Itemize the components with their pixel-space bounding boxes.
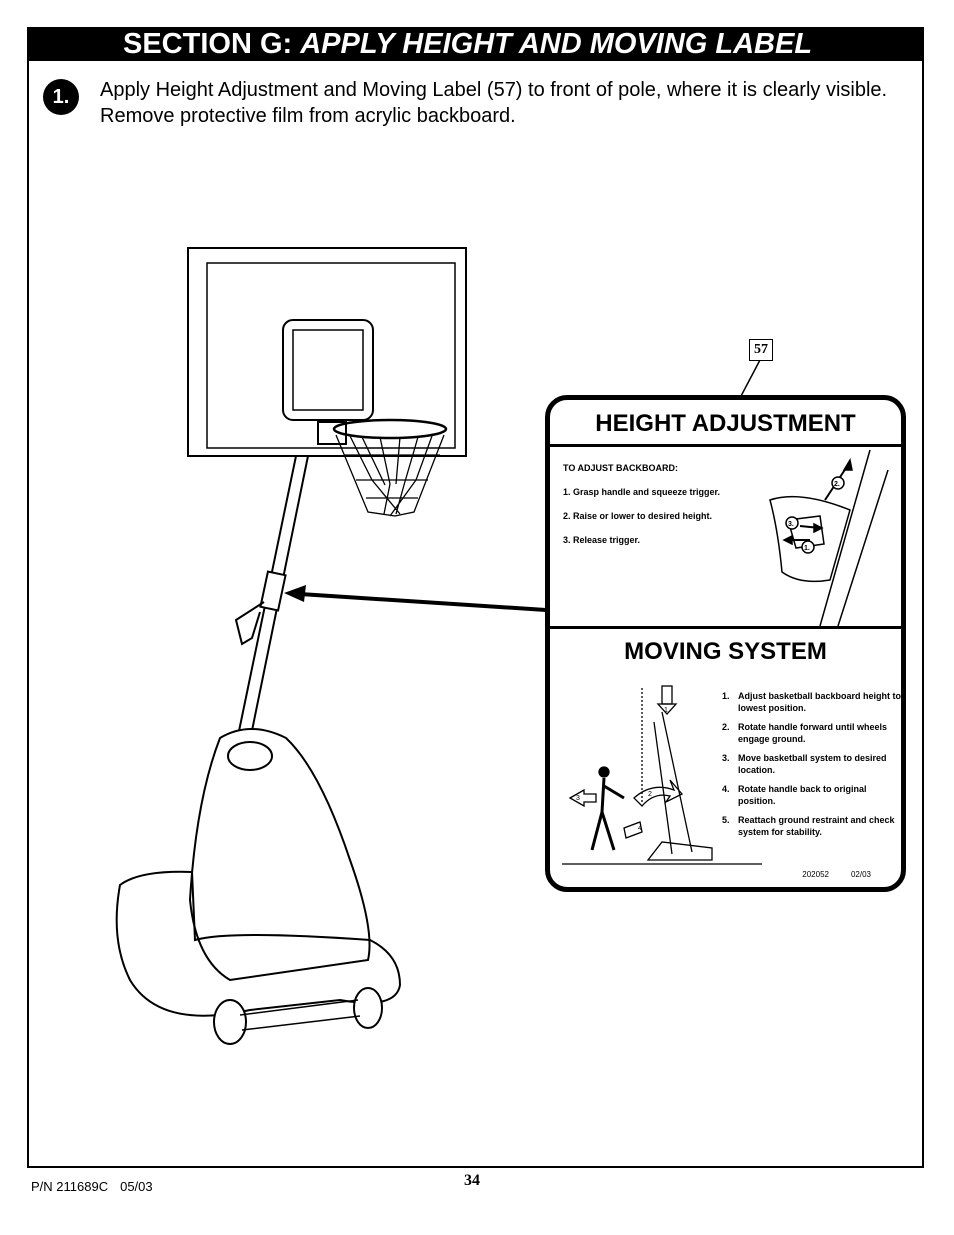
handle-mark: 2. bbox=[834, 481, 840, 488]
base-tank bbox=[188, 728, 371, 982]
handle bbox=[234, 601, 265, 646]
target-square-inner bbox=[292, 329, 364, 411]
height-adjustment-title: HEIGHT ADJUSTMENT bbox=[595, 410, 856, 437]
section-label: SECTION G: bbox=[123, 28, 293, 60]
height-step: 2. Raise or lower to desired height. bbox=[563, 511, 713, 521]
moving-system-title: MOVING SYSTEM bbox=[624, 638, 827, 665]
label-code: 202052 02/03 bbox=[780, 870, 871, 879]
rim bbox=[332, 418, 448, 440]
moving-step: 4.Rotate handle back to original positio… bbox=[722, 784, 867, 806]
handle-mark: 1. bbox=[804, 545, 810, 552]
pointer-arrow bbox=[284, 585, 547, 612]
footer-part-number: P/N 211689C 05/03 bbox=[31, 1179, 153, 1194]
moving-diagram: 1 2 3 4 bbox=[562, 685, 762, 865]
axle bbox=[239, 999, 361, 1031]
handle-mark: 3. bbox=[788, 521, 794, 528]
basketball-system-illustration bbox=[115, 247, 467, 1045]
figure-mark: 1 bbox=[664, 707, 668, 714]
moving-step: 3.Move basketball system to desired loca… bbox=[722, 753, 887, 775]
right-wheel bbox=[353, 987, 383, 1029]
step-instruction: Apply Height Adjustment and Moving Label… bbox=[100, 79, 888, 127]
section-title: APPLY HEIGHT AND MOVING LABEL bbox=[300, 28, 813, 60]
part-number-callout: 57 bbox=[749, 339, 773, 361]
figure-mark: 3 bbox=[576, 795, 580, 802]
height-instructions: TO ADJUST BACKBOARD: 1. Grasp handle and… bbox=[563, 462, 720, 558]
step-number-badge: 1. bbox=[43, 79, 79, 115]
moving-step: 5.Reattach ground restraint and check sy… bbox=[722, 815, 895, 837]
pole-clamp bbox=[259, 570, 287, 612]
label-code-date: 02/03 bbox=[850, 870, 871, 879]
moving-step: 2.Rotate handle forward until wheels eng… bbox=[722, 722, 888, 744]
figure-mark: 4 bbox=[638, 825, 642, 832]
moving-step: 1.Adjust basketball backboard height to … bbox=[722, 691, 902, 713]
height-intro: TO ADJUST BACKBOARD: bbox=[563, 463, 679, 473]
target-square-outer bbox=[282, 319, 374, 421]
height-moving-label: HEIGHT ADJUSTMENT TO ADJUST BACKBOARD: 1… bbox=[545, 395, 906, 892]
fill-hole bbox=[227, 741, 273, 771]
part-number: P/N 211689C bbox=[31, 1179, 109, 1194]
height-step: 3. Release trigger. bbox=[563, 535, 641, 545]
height-step: 1. Grasp handle and squeeze trigger. bbox=[563, 487, 721, 497]
backboard-outline bbox=[187, 247, 467, 457]
label-code-number: 202052 bbox=[802, 870, 829, 879]
section-title-bar: SECTION G: APPLY HEIGHT AND MOVING LABEL bbox=[27, 27, 924, 61]
handle-diagram: 2. 3. 1. bbox=[769, 449, 889, 626]
moving-instructions: 1.Adjust basketball backboard height to … bbox=[722, 690, 902, 845]
figure-mark: 2 bbox=[648, 791, 652, 798]
page-number: 34 bbox=[464, 1172, 480, 1189]
label-section-divider bbox=[550, 626, 901, 629]
rim-mount bbox=[317, 421, 347, 445]
footer-date: 05/03 bbox=[120, 1179, 153, 1194]
net bbox=[335, 434, 445, 517]
left-wheel bbox=[213, 999, 247, 1045]
base-platform bbox=[115, 870, 402, 1017]
part-leader-line bbox=[739, 359, 761, 399]
backboard-inner bbox=[206, 262, 456, 449]
height-title-rule bbox=[550, 444, 901, 447]
